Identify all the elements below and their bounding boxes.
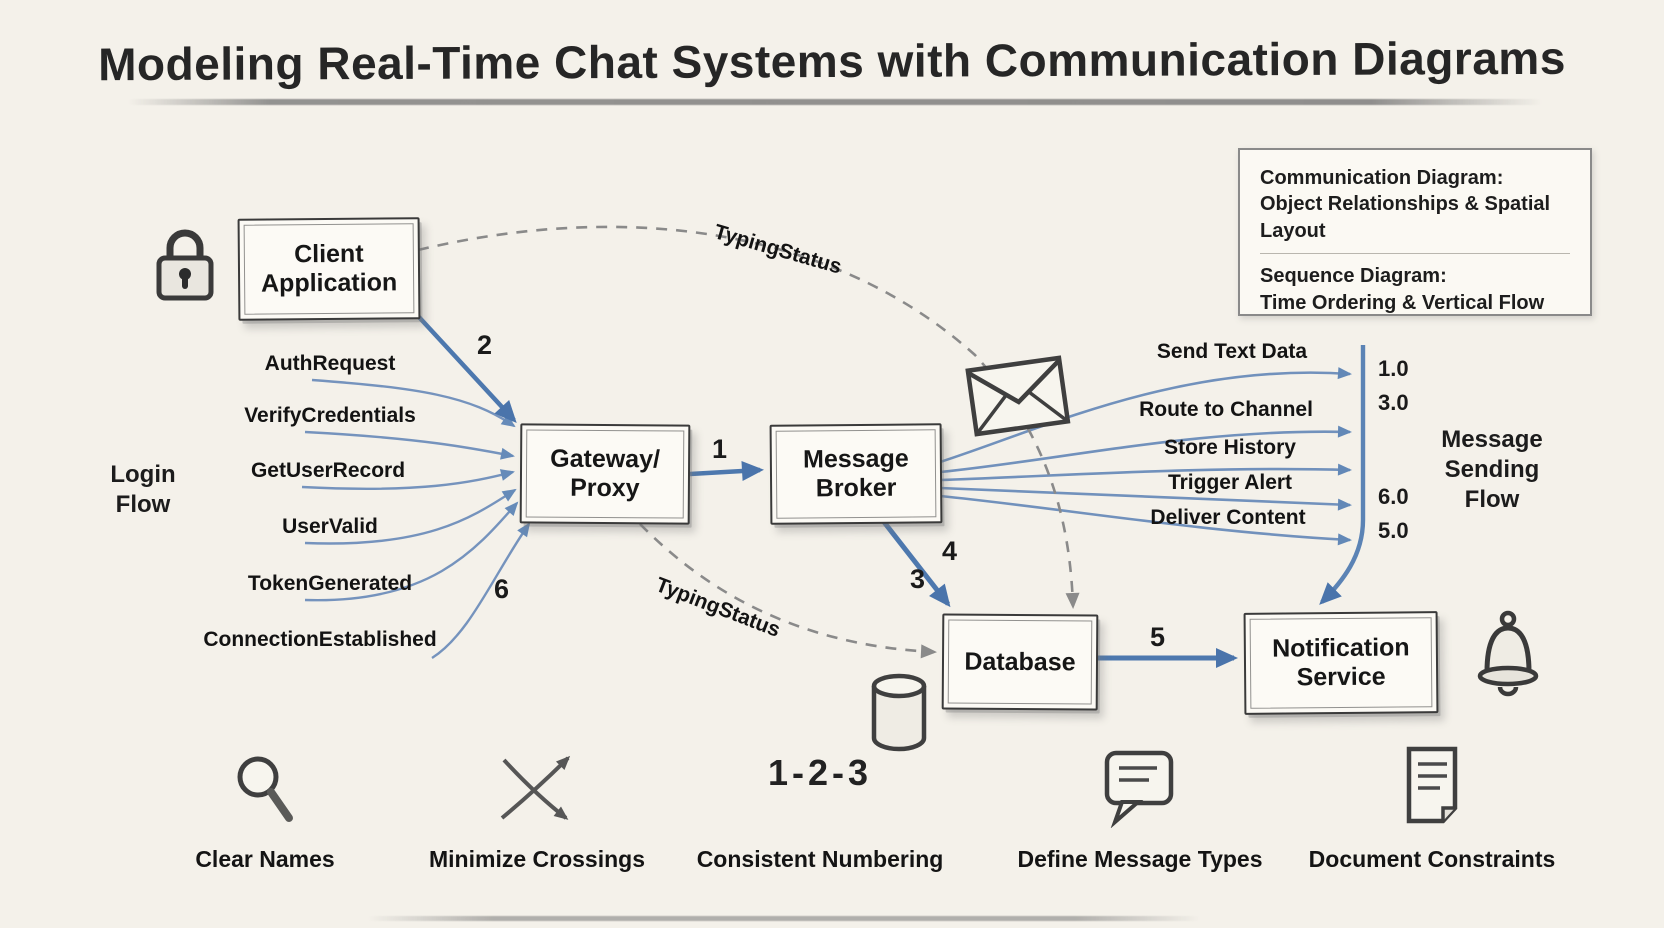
page-title: Modeling Real-Time Chat Systems with Com…	[98, 31, 1566, 91]
dashed-typingstatus-top	[417, 225, 1080, 609]
node-database-label: Database	[964, 647, 1076, 677]
node-gateway-proxy-label: Gateway/ Proxy	[550, 444, 661, 503]
sending-flow-line	[1319, 345, 1366, 605]
flow-line-store-history	[939, 463, 1352, 482]
principle-clear-names: Clear Names	[195, 846, 335, 872]
principle-consistent-numbering: Consistent Numbering	[696, 846, 944, 872]
edge-number-2: 2	[477, 330, 493, 360]
login-line-uservalid	[304, 488, 517, 545]
edge-number-5: 5	[1150, 622, 1166, 652]
flow-line-route-to-channel	[939, 425, 1352, 474]
node-message-broker-label: Message Broker	[802, 444, 909, 503]
flow-message-send-text-data: Send Text Data	[1156, 340, 1308, 363]
login-message-connectionestablished: ConnectionEstablished	[203, 628, 437, 651]
edge-client-gateway	[416, 314, 517, 423]
login-line-connectionestablished	[431, 522, 531, 660]
legend-sequence-heading: Sequence Diagram:	[1260, 265, 1447, 288]
principle-document-constraints: Document Constraints	[1308, 846, 1556, 872]
flow-message-store-history: Store History	[1164, 436, 1296, 459]
login-message-getuserrecord: GetUserRecord	[250, 459, 406, 482]
numbers-glyph: 1-2-3	[767, 752, 873, 793]
document-icon	[1402, 744, 1462, 826]
speech-bubble-icon	[1102, 748, 1178, 828]
envelope-icon	[963, 353, 1072, 440]
node-database: Database	[941, 613, 1099, 711]
title-underline	[128, 99, 1542, 105]
lock-icon	[153, 222, 217, 302]
flow-message-deliver-content: Deliver Content	[1150, 506, 1306, 529]
principle-define-message-types: Define Message Types	[1017, 846, 1263, 872]
node-gateway-proxy: Gateway/ Proxy	[519, 423, 691, 525]
edge-number-3: 3	[910, 564, 926, 594]
node-notification-service-label: Notification Service	[1272, 633, 1410, 692]
database-cylinder-icon	[868, 672, 930, 754]
legend-box: Communication Diagram: Object Relationsh…	[1238, 148, 1592, 316]
login-message-verifycredentials: VerifyCredentials	[244, 404, 416, 427]
node-message-broker: Message Broker	[769, 423, 943, 525]
login-flow-label: Login Flow	[110, 461, 176, 518]
flow-line-deliver-content	[939, 494, 1352, 546]
login-message-uservalid: UserValid	[282, 515, 378, 538]
sequence-number-5-0: 5.0	[1378, 518, 1409, 543]
sequence-number-6-0: 6.0	[1378, 484, 1409, 509]
legend-communication-desc: Object Relationships & Spatial Layout	[1260, 193, 1551, 242]
bell-icon	[1476, 610, 1540, 702]
node-client-application: Client Application	[237, 217, 421, 321]
login-line-verifycredentials	[304, 430, 515, 460]
flow-line-send-text-data	[939, 367, 1352, 464]
legend-divider	[1260, 253, 1570, 255]
edge-broker-database	[882, 520, 951, 608]
legend-sequence-desc: Time Ordering & Vertical Flow	[1260, 291, 1545, 314]
edge-number-6: 6	[494, 574, 510, 604]
edge-number-1: 1	[712, 434, 728, 464]
legend-communication-heading: Communication Diagram:	[1260, 167, 1504, 189]
message-sending-flow-label: Message Sending Flow	[1441, 426, 1543, 513]
node-notification-service: Notification Service	[1243, 611, 1439, 715]
flow-message-route-to-channel: Route to Channel	[1139, 398, 1313, 421]
sequence-number-1-0: 1.0	[1378, 356, 1409, 381]
bottom-smudge	[368, 916, 1200, 921]
login-line-getuserrecord	[301, 469, 515, 490]
login-message-authrequest: AuthRequest	[264, 352, 396, 375]
sequence-number-3-0: 3.0	[1378, 390, 1409, 415]
login-message-tokengenerated: TokenGenerated	[247, 572, 413, 595]
crossing-arrows-icon	[492, 748, 582, 834]
dashed-typingstatus-bottom	[639, 523, 937, 659]
edge-number-4: 4	[942, 536, 958, 566]
login-line-tokengenerated	[304, 501, 519, 602]
flow-line-trigger-alert	[939, 486, 1352, 511]
node-client-application-label: Client Application	[260, 239, 398, 298]
edge-gateway-broker	[689, 461, 764, 482]
principle-minimize-crossings: Minimize Crossings	[429, 846, 645, 872]
magnifier-icon	[232, 752, 298, 830]
flow-message-trigger-alert: Trigger Alert	[1167, 471, 1293, 494]
